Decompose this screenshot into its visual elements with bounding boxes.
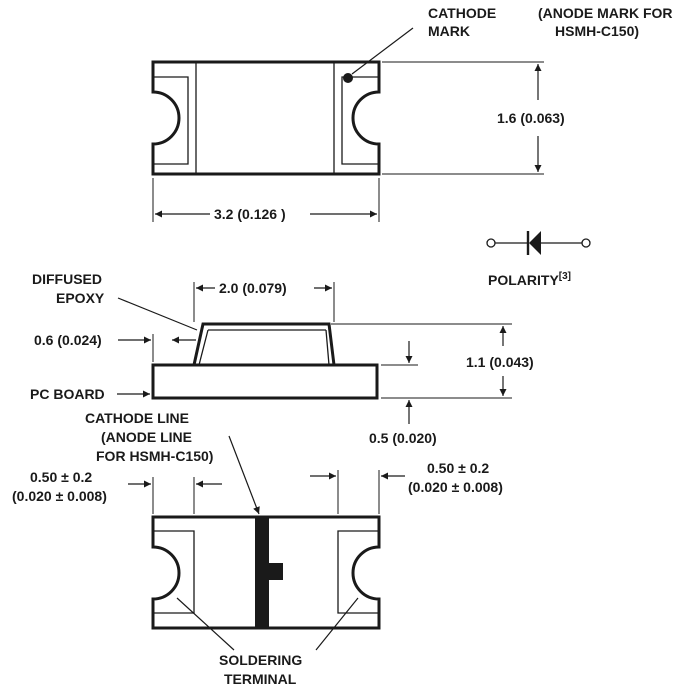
cathode-line-bar <box>255 517 269 628</box>
slope-dimension-label: 0.6 (0.024) <box>34 332 102 348</box>
cathode-line-leader <box>228 435 260 515</box>
cathode-line-tab <box>268 563 283 580</box>
polarity-diode-icon <box>486 231 591 255</box>
length-dimension <box>152 178 380 222</box>
polarity-label: POLARITY[3] <box>488 271 571 288</box>
diffused-epoxy-label-2: EPOXY <box>56 290 105 306</box>
cathode-line-label-2: (ANODE LINE <box>101 429 192 445</box>
top-width-dimension <box>193 282 335 322</box>
height-dimension <box>382 61 544 175</box>
diffused-epoxy-label: DIFFUSED <box>32 271 102 287</box>
cathode-mark-label: CATHODE <box>428 5 496 21</box>
left-terminal-dimension-label: 0.50 ± 0.2 <box>30 469 92 485</box>
bottom-view <box>151 515 381 630</box>
length-dimension-label: 3.2 (0.126 ) <box>214 206 286 222</box>
board-height-label: 0.5 (0.020) <box>369 430 437 446</box>
terminal-dimensions <box>128 470 405 514</box>
cathode-mark-label-2: MARK <box>428 23 470 39</box>
right-terminal-dimension-label: 0.50 ± 0.2 <box>427 460 489 476</box>
left-terminal-dimension-label-2: (0.020 ± 0.008) <box>12 488 107 504</box>
soldering-terminal-label: SOLDERING <box>219 652 302 668</box>
anode-mark-note: (ANODE MARK FOR <box>538 5 673 21</box>
anode-mark-note-2: HSMH-C150) <box>555 23 639 39</box>
polarity-ref: [3] <box>559 271 571 282</box>
cathode-line-label-3: FOR HSMH-C150) <box>96 448 213 464</box>
polarity-text: POLARITY <box>488 272 559 288</box>
slope-dimension <box>118 334 196 362</box>
cathode-line-label: CATHODE LINE <box>85 410 189 426</box>
pc-board-label: PC BOARD <box>30 386 105 402</box>
height-side-dimension <box>331 323 512 424</box>
total-height-label: 1.1 (0.043) <box>466 354 534 370</box>
side-view <box>117 297 379 400</box>
height-dimension-label: 1.6 (0.063) <box>497 110 565 126</box>
soldering-terminal-label-2: TERMINAL <box>224 671 297 687</box>
top-width-label: 2.0 (0.079) <box>219 280 287 296</box>
soldering-terminal-leaders <box>176 597 359 651</box>
top-view <box>151 27 414 176</box>
cathode-mark-dot <box>343 73 353 83</box>
right-terminal-dimension-label-2: (0.020 ± 0.008) <box>408 479 503 495</box>
